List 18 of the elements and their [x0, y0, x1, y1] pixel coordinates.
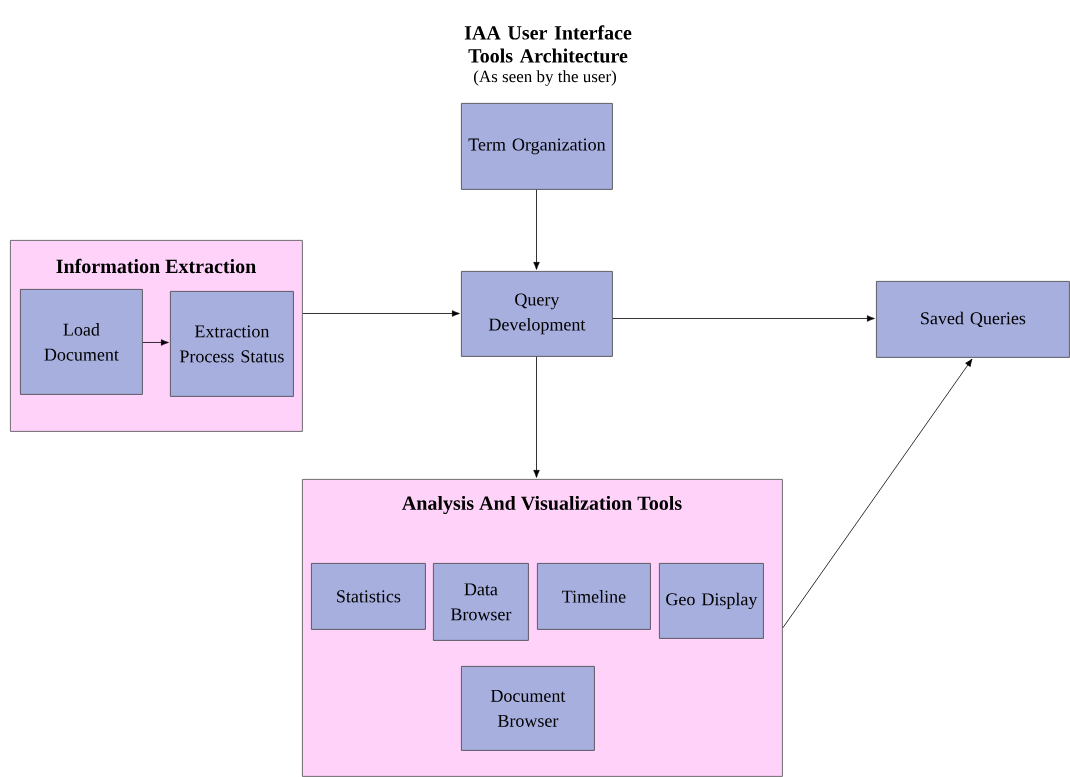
process-box: Term Organization — [461, 103, 613, 190]
arrow — [302, 310, 460, 317]
title: IAA User Interface Tools Architecture — [464, 25, 632, 63]
arrow — [533, 189, 540, 270]
process-box: Document Browser — [461, 666, 595, 751]
subtitle: (As seen by the user) — [474, 70, 616, 86]
process-box: Timeline — [537, 563, 651, 630]
arrow — [612, 315, 875, 322]
arrow — [533, 356, 540, 478]
arrow — [782, 358, 973, 629]
process-box: Data Browser — [433, 563, 529, 641]
process-box: Extraction Process Status — [170, 291, 294, 397]
process-box: Query Development — [461, 271, 613, 357]
process-box: Load Document — [20, 289, 143, 395]
process-box: Statistics — [311, 563, 426, 630]
process-box: Saved Queries — [876, 281, 1070, 358]
process-box: Geo Display — [659, 563, 764, 639]
arrow — [142, 339, 169, 346]
